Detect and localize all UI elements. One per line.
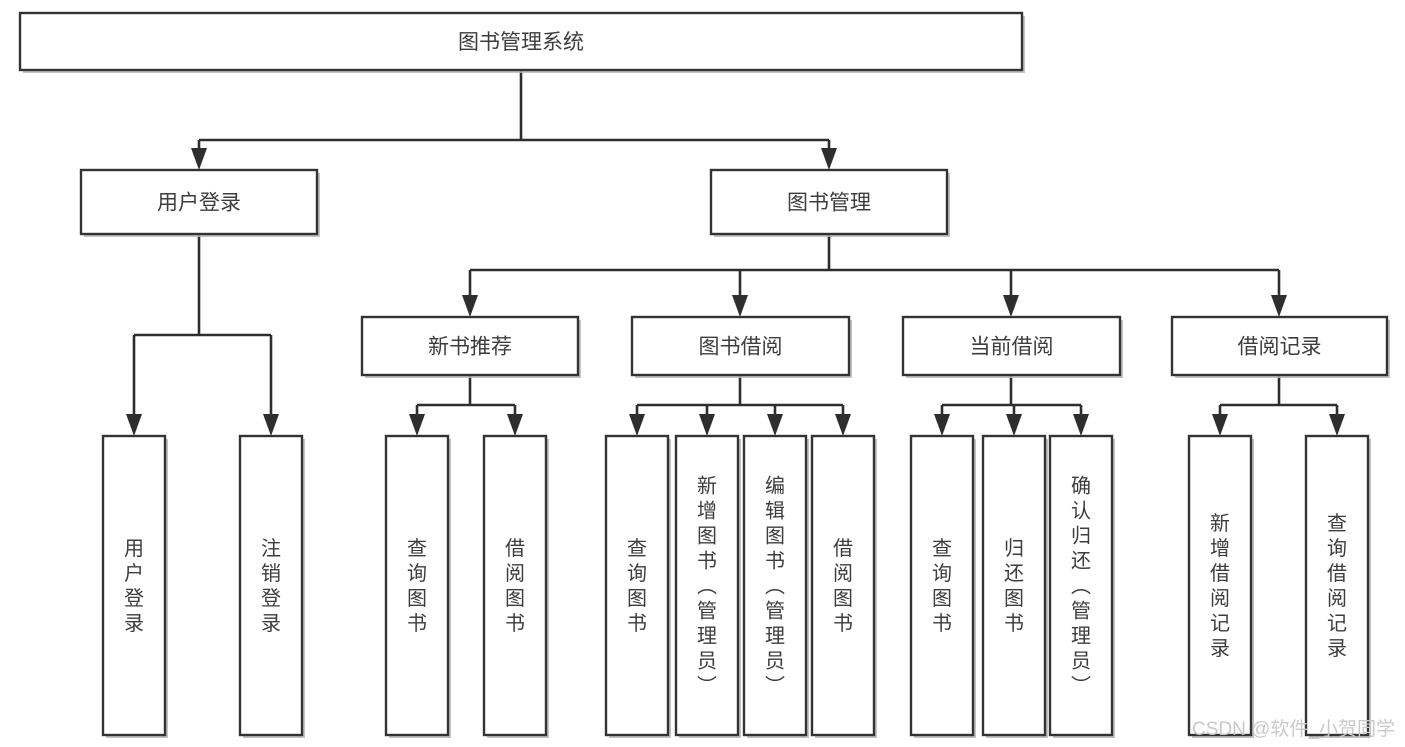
- leaf-node-leaf-borrow-book-1[interactable]: 借阅图书: [482, 434, 549, 738]
- node-border: [1304, 434, 1370, 737]
- node-border: [709, 168, 949, 236]
- node-current-borrow[interactable]: 当前借阅: [901, 315, 1123, 378]
- node-label: 新书推荐: [428, 336, 512, 359]
- node-borrow-record[interactable]: 借阅记录: [1170, 315, 1390, 378]
- node-label: 查询图书: [627, 537, 647, 635]
- node-border: [482, 434, 548, 737]
- node-label: 新增图书︵管理员︶: [697, 475, 717, 698]
- node-border: [1048, 434, 1114, 737]
- leaf-node-leaf-query-book-1[interactable]: 查询图书: [384, 434, 451, 738]
- node-label: 用户登录: [124, 538, 144, 635]
- node-label: 图书管理: [787, 192, 871, 215]
- node-border: [79, 168, 319, 236]
- node-border: [901, 315, 1122, 377]
- node-label: 借阅图书: [833, 537, 853, 635]
- node-border: [742, 434, 808, 737]
- node-label: 查询图书: [932, 537, 952, 635]
- connector-layer: [126, 70, 1345, 436]
- node-label: 编辑图书︵管理员︶: [765, 475, 785, 698]
- node-border: [674, 434, 740, 737]
- leaf-node-leaf-user-login[interactable]: 用户登录: [101, 434, 168, 738]
- node-border: [101, 434, 167, 737]
- node-root[interactable]: 图书管理系统: [18, 11, 1025, 73]
- node-label: 查询借阅记录: [1327, 512, 1347, 660]
- node-border: [384, 434, 450, 737]
- connector-current-borrow-to-leaves: [934, 375, 1089, 436]
- node-label: 图书管理系统: [458, 31, 584, 54]
- leaf-node-leaf-query-book-2[interactable]: 查询图书: [604, 434, 671, 738]
- node-border: [981, 434, 1047, 737]
- node-border: [1187, 434, 1253, 737]
- leaf-node-leaf-borrow-book-2[interactable]: 借阅图书: [810, 434, 877, 738]
- node-new-book-recommend[interactable]: 新书推荐: [360, 315, 581, 378]
- node-label: 确认归还︵管理员︶: [1071, 475, 1091, 698]
- node-label: 图书借阅: [699, 336, 783, 359]
- node-border: [810, 434, 876, 737]
- node-border: [360, 315, 580, 377]
- connector-user-login-to-leaves: [126, 234, 279, 436]
- csdn-watermark: CSDN @软件_小贺同学: [1192, 718, 1395, 740]
- node-border: [604, 434, 670, 737]
- node-label: 新增借阅记录: [1210, 512, 1230, 660]
- node-label: 用户登录: [157, 192, 241, 215]
- leaf-node-leaf-query-record[interactable]: 查询借阅记录: [1304, 434, 1371, 738]
- node-border: [238, 434, 304, 737]
- node-label: 借阅图书: [505, 537, 525, 635]
- node-user-login[interactable]: 用户登录: [79, 168, 320, 237]
- node-label: 当前借阅: [970, 336, 1054, 359]
- connector-book-manage-to-level3: [462, 234, 1287, 317]
- node-label: 注销登录: [261, 537, 281, 635]
- connector-book-borrow-to-leaves: [629, 375, 851, 436]
- node-label: 归还图书: [1004, 537, 1024, 635]
- node-label: 借阅记录: [1238, 336, 1322, 359]
- node-label: 查询图书: [407, 537, 427, 635]
- node-book-borrow[interactable]: 图书借阅: [630, 315, 852, 378]
- node-border: [18, 11, 1024, 72]
- leaf-node-leaf-query-book-3[interactable]: 查询图书: [909, 434, 976, 738]
- node-border: [630, 315, 851, 377]
- leaf-node-leaf-add-record[interactable]: 新增借阅记录: [1187, 434, 1254, 738]
- connector-borrow-record-to-leaves: [1212, 375, 1345, 436]
- leaf-node-leaf-add-book[interactable]: 新增图书︵管理员︶: [674, 434, 741, 738]
- node-border: [1170, 315, 1389, 377]
- connector-root-to-level2: [191, 70, 837, 170]
- leaf-node-leaf-logout[interactable]: 注销登录: [238, 434, 305, 738]
- leaf-node-leaf-confirm-return[interactable]: 确认归还︵管理员︶: [1048, 434, 1115, 738]
- node-border: [909, 434, 975, 737]
- leaf-node-leaf-return-book[interactable]: 归还图书: [981, 434, 1048, 738]
- leaf-node-leaf-edit-book[interactable]: 编辑图书︵管理员︶: [742, 434, 809, 738]
- node-layer: 图书管理系统用户登录图书管理新书推荐图书借阅当前借阅借阅记录用户登录注销登录查询…: [18, 11, 1390, 738]
- connector-new-book-to-leaves: [409, 375, 523, 436]
- node-book-manage[interactable]: 图书管理: [709, 168, 950, 237]
